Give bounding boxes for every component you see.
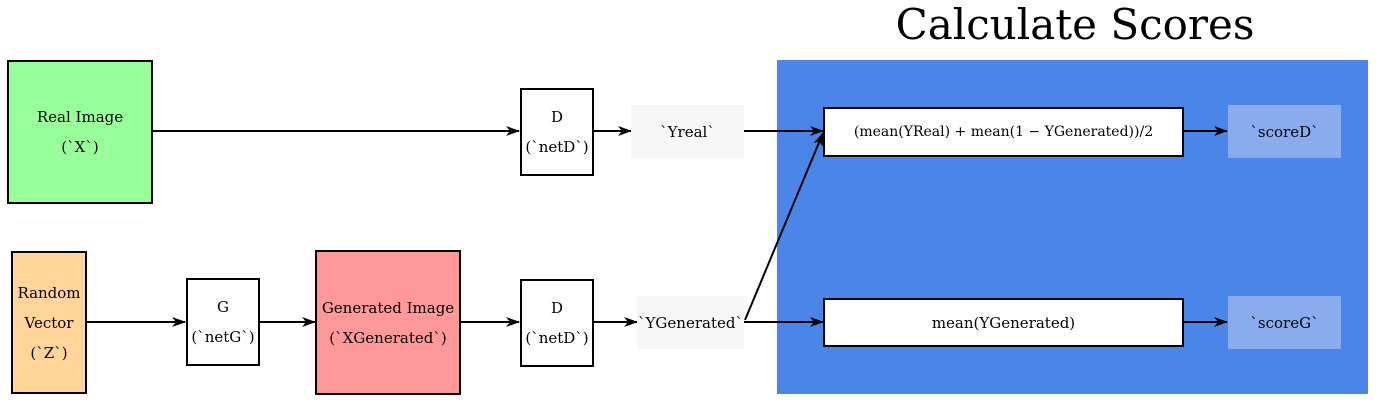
random-vector-title-2: Vector [24, 313, 74, 332]
real-image-node: Real Image (`X`) [7, 60, 153, 204]
real-image-title: Real Image [36, 108, 124, 126]
generator-variable: (`netG`) [191, 328, 255, 346]
discriminator-bottom-title: D [550, 299, 564, 317]
real-image-variable: (`X`) [61, 138, 99, 156]
generated-image-title: Generated Image [321, 298, 455, 317]
generator-node: G (`netG`) [186, 278, 260, 366]
discriminator-top-variable: (`netD`) [525, 138, 589, 156]
generated-image-variable: (`XGenerated`) [329, 328, 447, 347]
scored-formula-node: (mean(YReal) + mean(1 − YGenerated))/2 [823, 107, 1184, 157]
ygenerated-value: `YGenerated` [637, 296, 744, 349]
scoreg-output: `scoreG` [1228, 296, 1341, 349]
panel-title: Calculate Scores [895, 0, 1255, 49]
generator-title: G [217, 298, 229, 316]
discriminator-bottom-variable: (`netD`) [525, 329, 589, 347]
scored-output: `scoreD` [1228, 105, 1341, 158]
generated-image-node: Generated Image (`XGenerated`) [315, 250, 461, 395]
edge-ygenerated-to-scored-formula [744, 132, 824, 321]
random-vector-variable: (`Z`) [30, 343, 68, 362]
discriminator-top-node: D (`netD`) [520, 88, 594, 176]
random-vector-title-1: Random [17, 283, 81, 302]
discriminator-top-title: D [550, 108, 564, 126]
discriminator-bottom-node: D (`netD`) [520, 279, 594, 367]
random-vector-node: Random Vector (`Z`) [11, 251, 87, 394]
scoreg-formula-node: mean(YGenerated) [823, 298, 1184, 347]
yreal-value: `Yreal` [631, 105, 744, 158]
